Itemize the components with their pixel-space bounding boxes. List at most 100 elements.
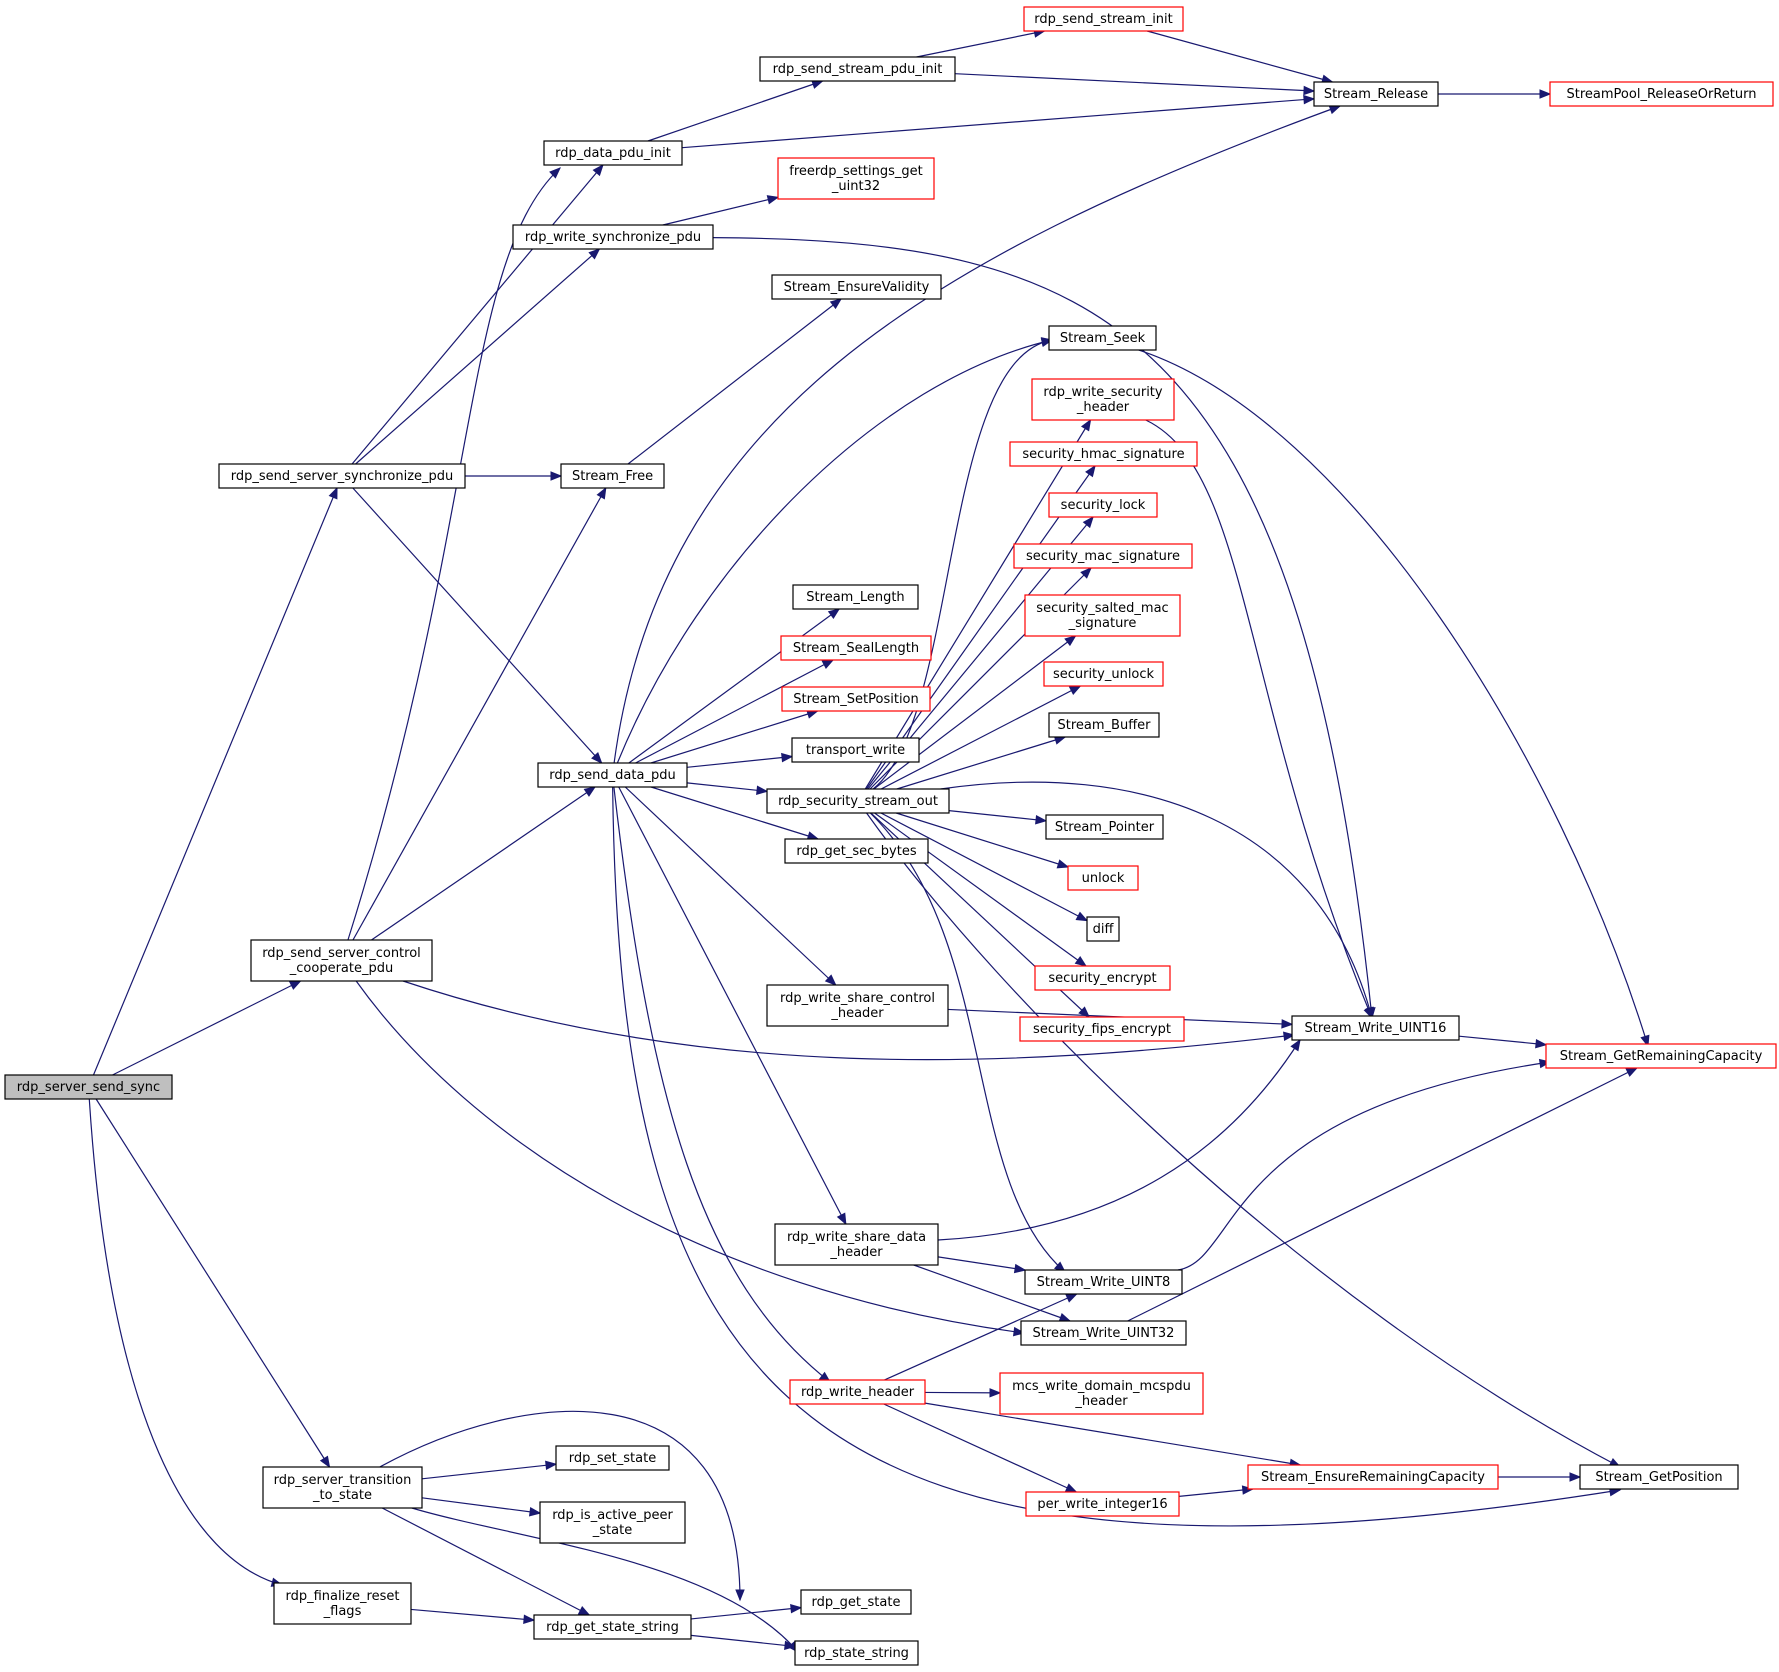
node-box[interactable] (1549, 81, 1774, 107)
node-rdp_write_share_control_header[interactable]: rdp_write_share_control_header (766, 984, 949, 1027)
node-Stream_Seek[interactable]: Stream_Seek (1048, 325, 1157, 351)
node-rdp_server_transition_to_state[interactable]: rdp_server_transition_to_state (262, 1466, 423, 1509)
node-box[interactable] (543, 140, 683, 166)
node-box[interactable] (999, 1372, 1204, 1415)
node-box[interactable] (1031, 378, 1175, 421)
node-rdp_get_state[interactable]: rdp_get_state (800, 1589, 912, 1615)
node-security_salted_mac_signature[interactable]: security_salted_mac_signature (1024, 594, 1181, 637)
node-box[interactable] (218, 463, 466, 489)
node-rdp_get_state_string[interactable]: rdp_get_state_string (533, 1614, 692, 1640)
node-Stream_SetPosition[interactable]: Stream_SetPosition (781, 686, 931, 712)
node-Stream_Free[interactable]: Stream_Free (560, 463, 665, 489)
node-box[interactable] (1048, 492, 1158, 518)
node-box[interactable] (250, 939, 433, 982)
node-box[interactable] (1086, 916, 1120, 942)
node-box[interactable] (1009, 441, 1198, 467)
node-Stream_Release[interactable]: Stream_Release (1313, 81, 1439, 107)
node-freerdp_settings_get_uint32[interactable]: freerdp_settings_get_uint32 (777, 157, 935, 200)
node-rdp_send_stream_init[interactable]: rdp_send_stream_init (1023, 6, 1184, 32)
node-Stream_Write_UINT32[interactable]: Stream_Write_UINT32 (1020, 1320, 1187, 1346)
node-box[interactable] (771, 274, 942, 300)
node-security_mac_signature[interactable]: security_mac_signature (1013, 543, 1193, 569)
node-unlock[interactable]: unlock (1067, 865, 1139, 891)
node-rdp_send_stream_pdu_init[interactable]: rdp_send_stream_pdu_init (759, 56, 956, 82)
node-Stream_GetRemainingCapacity[interactable]: Stream_GetRemainingCapacity (1545, 1043, 1777, 1069)
node-rdp_write_share_data_header[interactable]: rdp_write_share_data_header (774, 1223, 939, 1266)
node-security_hmac_signature[interactable]: security_hmac_signature (1009, 441, 1198, 467)
node-box[interactable] (512, 224, 714, 250)
node-box[interactable] (780, 635, 932, 661)
node-Stream_Length[interactable]: Stream_Length (792, 584, 919, 610)
node-box[interactable] (1025, 1491, 1180, 1517)
node-rdp_write_security_header[interactable]: rdp_write_security_header (1031, 378, 1175, 421)
node-rdp_is_active_peer_state[interactable]: rdp_is_active_peer_state (539, 1501, 686, 1544)
node-rdp_write_header[interactable]: rdp_write_header (789, 1379, 926, 1405)
node-box[interactable] (273, 1582, 412, 1625)
node-box[interactable] (1024, 1269, 1183, 1295)
node-mcs_write_domain_mcspdu_header[interactable]: mcs_write_domain_mcspdu_header (999, 1372, 1204, 1415)
node-box[interactable] (1048, 325, 1157, 351)
node-rdp_send_data_pdu[interactable]: rdp_send_data_pdu (537, 762, 688, 788)
node-box[interactable] (533, 1614, 692, 1640)
node-Stream_EnsureValidity[interactable]: Stream_EnsureValidity (771, 274, 942, 300)
node-rdp_set_state[interactable]: rdp_set_state (555, 1445, 670, 1471)
node-rdp_get_sec_bytes[interactable]: rdp_get_sec_bytes (784, 838, 929, 864)
node-box[interactable] (791, 737, 920, 763)
node-security_encrypt[interactable]: security_encrypt (1034, 965, 1171, 991)
node-box[interactable] (1545, 1043, 1777, 1069)
node-security_unlock[interactable]: security_unlock (1043, 661, 1164, 687)
node-box[interactable] (774, 1223, 939, 1266)
node-box[interactable] (784, 838, 929, 864)
node-StreamPool_ReleaseOrReturn[interactable]: StreamPool_ReleaseOrReturn (1549, 81, 1774, 107)
node-box[interactable] (1579, 1464, 1739, 1490)
node-box[interactable] (1291, 1015, 1460, 1041)
node-box[interactable] (1020, 1320, 1187, 1346)
node-rdp_write_synchronize_pdu[interactable]: rdp_write_synchronize_pdu (512, 224, 714, 250)
node-box[interactable] (262, 1466, 423, 1509)
node-box[interactable] (539, 1501, 686, 1544)
node-Stream_Write_UINT8[interactable]: Stream_Write_UINT8 (1024, 1269, 1183, 1295)
node-box[interactable] (800, 1589, 912, 1615)
node-box[interactable] (1043, 661, 1164, 687)
node-Stream_GetPosition[interactable]: Stream_GetPosition (1579, 1464, 1739, 1490)
node-box[interactable] (1024, 594, 1181, 637)
node-rdp_security_stream_out[interactable]: rdp_security_stream_out (766, 788, 950, 814)
node-Stream_EnsureRemainingCapacity[interactable]: Stream_EnsureRemainingCapacity (1247, 1464, 1499, 1490)
node-box[interactable] (766, 984, 949, 1027)
node-box[interactable] (1247, 1464, 1499, 1490)
node-rdp_send_server_synchronize_pdu[interactable]: rdp_send_server_synchronize_pdu (218, 463, 466, 489)
node-box[interactable] (1034, 965, 1171, 991)
node-box[interactable] (1023, 6, 1184, 32)
node-Stream_Buffer[interactable]: Stream_Buffer (1048, 712, 1160, 738)
node-box[interactable] (766, 788, 950, 814)
node-box[interactable] (537, 762, 688, 788)
node-Stream_Pointer[interactable]: Stream_Pointer (1045, 814, 1164, 840)
node-box[interactable] (794, 1640, 919, 1666)
node-rdp_state_string[interactable]: rdp_state_string (794, 1640, 919, 1666)
node-box[interactable] (1313, 81, 1439, 107)
node-box[interactable] (1013, 543, 1193, 569)
node-box[interactable] (1067, 865, 1139, 891)
node-box[interactable] (781, 686, 931, 712)
node-diff[interactable]: diff (1086, 916, 1120, 942)
node-box[interactable] (792, 584, 919, 610)
node-box[interactable] (555, 1445, 670, 1471)
node-per_write_integer16[interactable]: per_write_integer16 (1025, 1491, 1180, 1517)
node-security_lock[interactable]: security_lock (1048, 492, 1158, 518)
node-security_fips_encrypt[interactable]: security_fips_encrypt (1019, 1016, 1185, 1042)
node-rdp_send_server_control_cooperate_pdu[interactable]: rdp_send_server_control_cooperate_pdu (250, 939, 433, 982)
node-box[interactable] (1045, 814, 1164, 840)
node-Stream_SealLength[interactable]: Stream_SealLength (780, 635, 932, 661)
node-Stream_Write_UINT16[interactable]: Stream_Write_UINT16 (1291, 1015, 1460, 1041)
node-box[interactable] (4, 1074, 173, 1100)
node-box[interactable] (759, 56, 956, 82)
node-transport_write[interactable]: transport_write (791, 737, 920, 763)
node-box[interactable] (560, 463, 665, 489)
node-rdp_finalize_reset_flags[interactable]: rdp_finalize_reset_flags (273, 1582, 412, 1625)
node-box[interactable] (1048, 712, 1160, 738)
node-box[interactable] (777, 157, 935, 200)
node-rdp_server_send_sync[interactable]: rdp_server_send_sync (4, 1074, 173, 1100)
node-rdp_data_pdu_init[interactable]: rdp_data_pdu_init (543, 140, 683, 166)
node-box[interactable] (1019, 1016, 1185, 1042)
node-box[interactable] (789, 1379, 926, 1405)
